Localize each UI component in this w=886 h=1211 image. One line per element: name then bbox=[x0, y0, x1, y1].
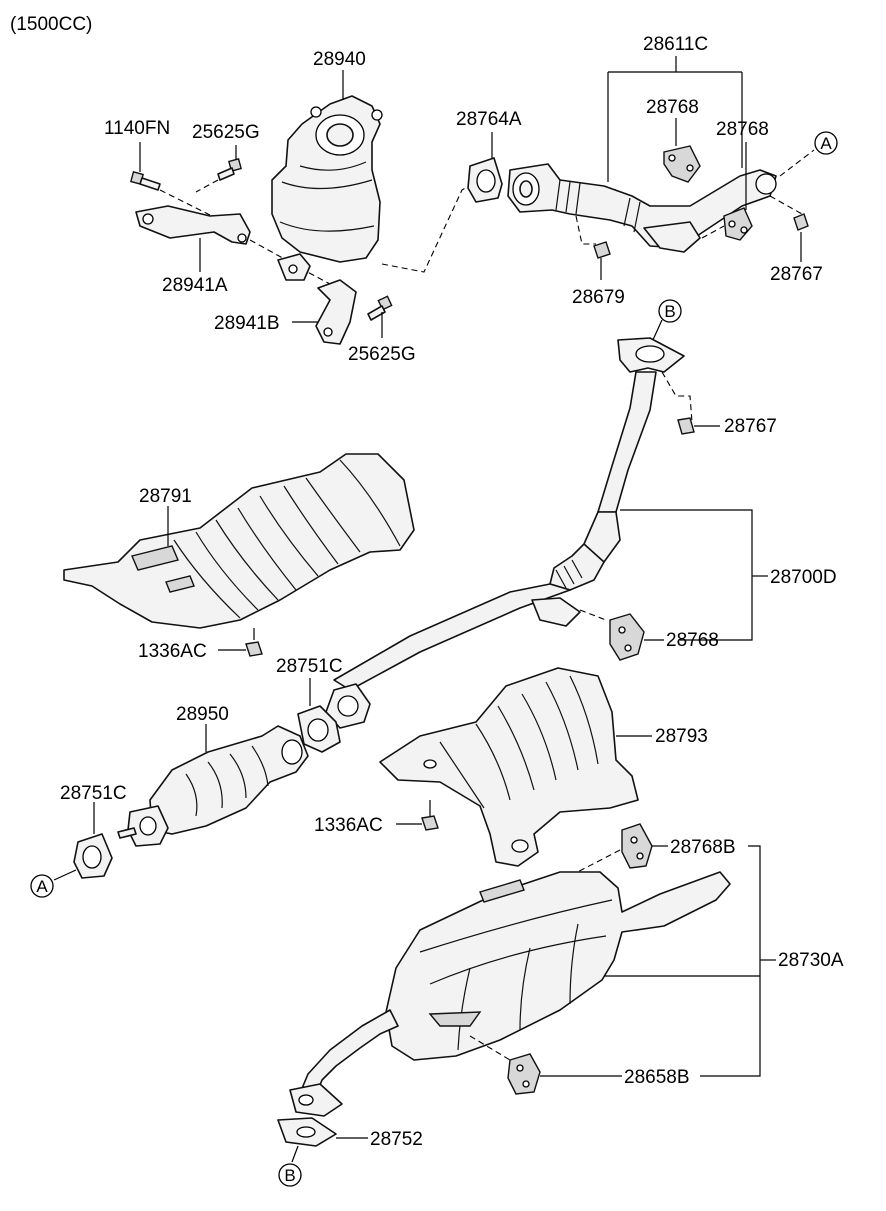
muffler-28730A[interactable] bbox=[289, 871, 731, 1117]
dash-hanger-b bbox=[701, 225, 725, 239]
nut-28679[interactable] bbox=[593, 241, 611, 259]
catalytic-converter-28950[interactable] bbox=[117, 725, 309, 847]
leader-ref-b-bottom bbox=[291, 1145, 299, 1163]
reference-marker-a-top: A bbox=[814, 131, 838, 155]
part-label-25625G-top: 25625G bbox=[192, 122, 260, 143]
leader-ref-a-bottom bbox=[53, 869, 77, 881]
hanger-28768-c[interactable] bbox=[609, 613, 645, 661]
part-label-28764A: 28764A bbox=[456, 109, 522, 130]
gasket-28751C-left[interactable] bbox=[73, 833, 113, 879]
dash-28679 bbox=[575, 215, 596, 245]
bolt-25625G-top[interactable] bbox=[217, 158, 242, 181]
gasket-28751C-top[interactable] bbox=[297, 705, 341, 753]
part-label-28768-c: 28768 bbox=[666, 630, 719, 651]
dash-25625G-top bbox=[195, 179, 219, 193]
part-label-28941B: 28941B bbox=[214, 313, 280, 334]
gasket-28764A[interactable] bbox=[467, 157, 503, 203]
bolt-25625G-bottom[interactable] bbox=[367, 295, 393, 321]
reference-marker-b-top: B bbox=[658, 299, 682, 323]
nut-1336AC-bottom[interactable] bbox=[421, 815, 439, 831]
nut-28767-top[interactable] bbox=[793, 213, 809, 231]
leader-28700D-group bbox=[620, 509, 753, 641]
part-label-28791: 28791 bbox=[139, 486, 192, 507]
part-label-28752: 28752 bbox=[370, 1129, 423, 1150]
part-label-28751C-left: 28751C bbox=[60, 783, 127, 804]
part-label-28700D: 28700D bbox=[770, 567, 837, 588]
dash-ref-a-top bbox=[779, 149, 815, 177]
hanger-28768-a[interactable] bbox=[663, 145, 701, 183]
heat-shield-28793[interactable] bbox=[379, 667, 639, 867]
catalytic-converter-28940[interactable] bbox=[271, 95, 383, 263]
part-label-1140FN: 1140FN bbox=[104, 118, 170, 139]
part-label-28768-a: 28768 bbox=[646, 97, 699, 118]
part-label-28611C: 28611C bbox=[643, 34, 708, 55]
bolt-1140FN[interactable] bbox=[130, 171, 161, 191]
hanger-28768B[interactable] bbox=[621, 823, 653, 869]
svg-text:B: B bbox=[664, 302, 675, 321]
dash-hanger-c bbox=[579, 609, 607, 621]
part-label-1336AC-bottom: 1336AC bbox=[314, 815, 383, 836]
dash-converter-gasket bbox=[381, 179, 479, 273]
front-pipe-28611C[interactable] bbox=[507, 163, 777, 253]
leader-28730A-group bbox=[700, 845, 761, 1077]
part-label-28950: 28950 bbox=[176, 704, 229, 725]
heat-shield-28791[interactable] bbox=[63, 453, 415, 629]
nut-28767-mid[interactable] bbox=[677, 417, 695, 435]
dash-28767-top bbox=[769, 195, 803, 215]
dash-28658B bbox=[469, 1035, 511, 1061]
converter-mount-bracket bbox=[277, 253, 311, 281]
svg-text:A: A bbox=[36, 877, 48, 896]
part-label-1336AC-top: 1336AC bbox=[138, 641, 207, 662]
part-label-28767-top: 28767 bbox=[770, 264, 823, 285]
part-label-28751C-top: 28751C bbox=[276, 656, 343, 677]
part-label-25625G-bottom: 25625G bbox=[348, 344, 416, 365]
part-label-28679: 28679 bbox=[572, 287, 625, 308]
gasket-28752[interactable] bbox=[277, 1117, 337, 1147]
part-label-28793: 28793 bbox=[655, 726, 708, 747]
part-label-28730A: 28730A bbox=[778, 950, 844, 971]
dash-28767-mid bbox=[661, 371, 693, 423]
part-label-28768-b: 28768 bbox=[716, 119, 769, 140]
part-label-28767-mid: 28767 bbox=[724, 416, 777, 437]
reference-marker-b-bottom: B bbox=[278, 1163, 302, 1187]
dash-bracket-a bbox=[249, 239, 291, 263]
reference-marker-a-bottom: A bbox=[30, 874, 54, 898]
bracket-28941A[interactable] bbox=[135, 205, 251, 245]
bracket-28941B[interactable] bbox=[315, 279, 357, 345]
part-label-28940: 28940 bbox=[313, 49, 366, 70]
part-label-28768B: 28768B bbox=[670, 837, 736, 858]
nut-1336AC-top[interactable] bbox=[245, 641, 263, 657]
svg-text:A: A bbox=[820, 134, 832, 153]
part-label-28658B: 28658B bbox=[624, 1067, 690, 1088]
part-label-28941A: 28941A bbox=[162, 275, 228, 296]
hanger-28658B[interactable] bbox=[507, 1053, 541, 1095]
hanger-28768-b[interactable] bbox=[723, 207, 753, 241]
engine-size-label: (1500CC) bbox=[10, 14, 92, 35]
leader-ref-b-top bbox=[651, 319, 663, 343]
center-pipe-28700D[interactable] bbox=[325, 337, 685, 729]
svg-text:B: B bbox=[284, 1166, 295, 1185]
